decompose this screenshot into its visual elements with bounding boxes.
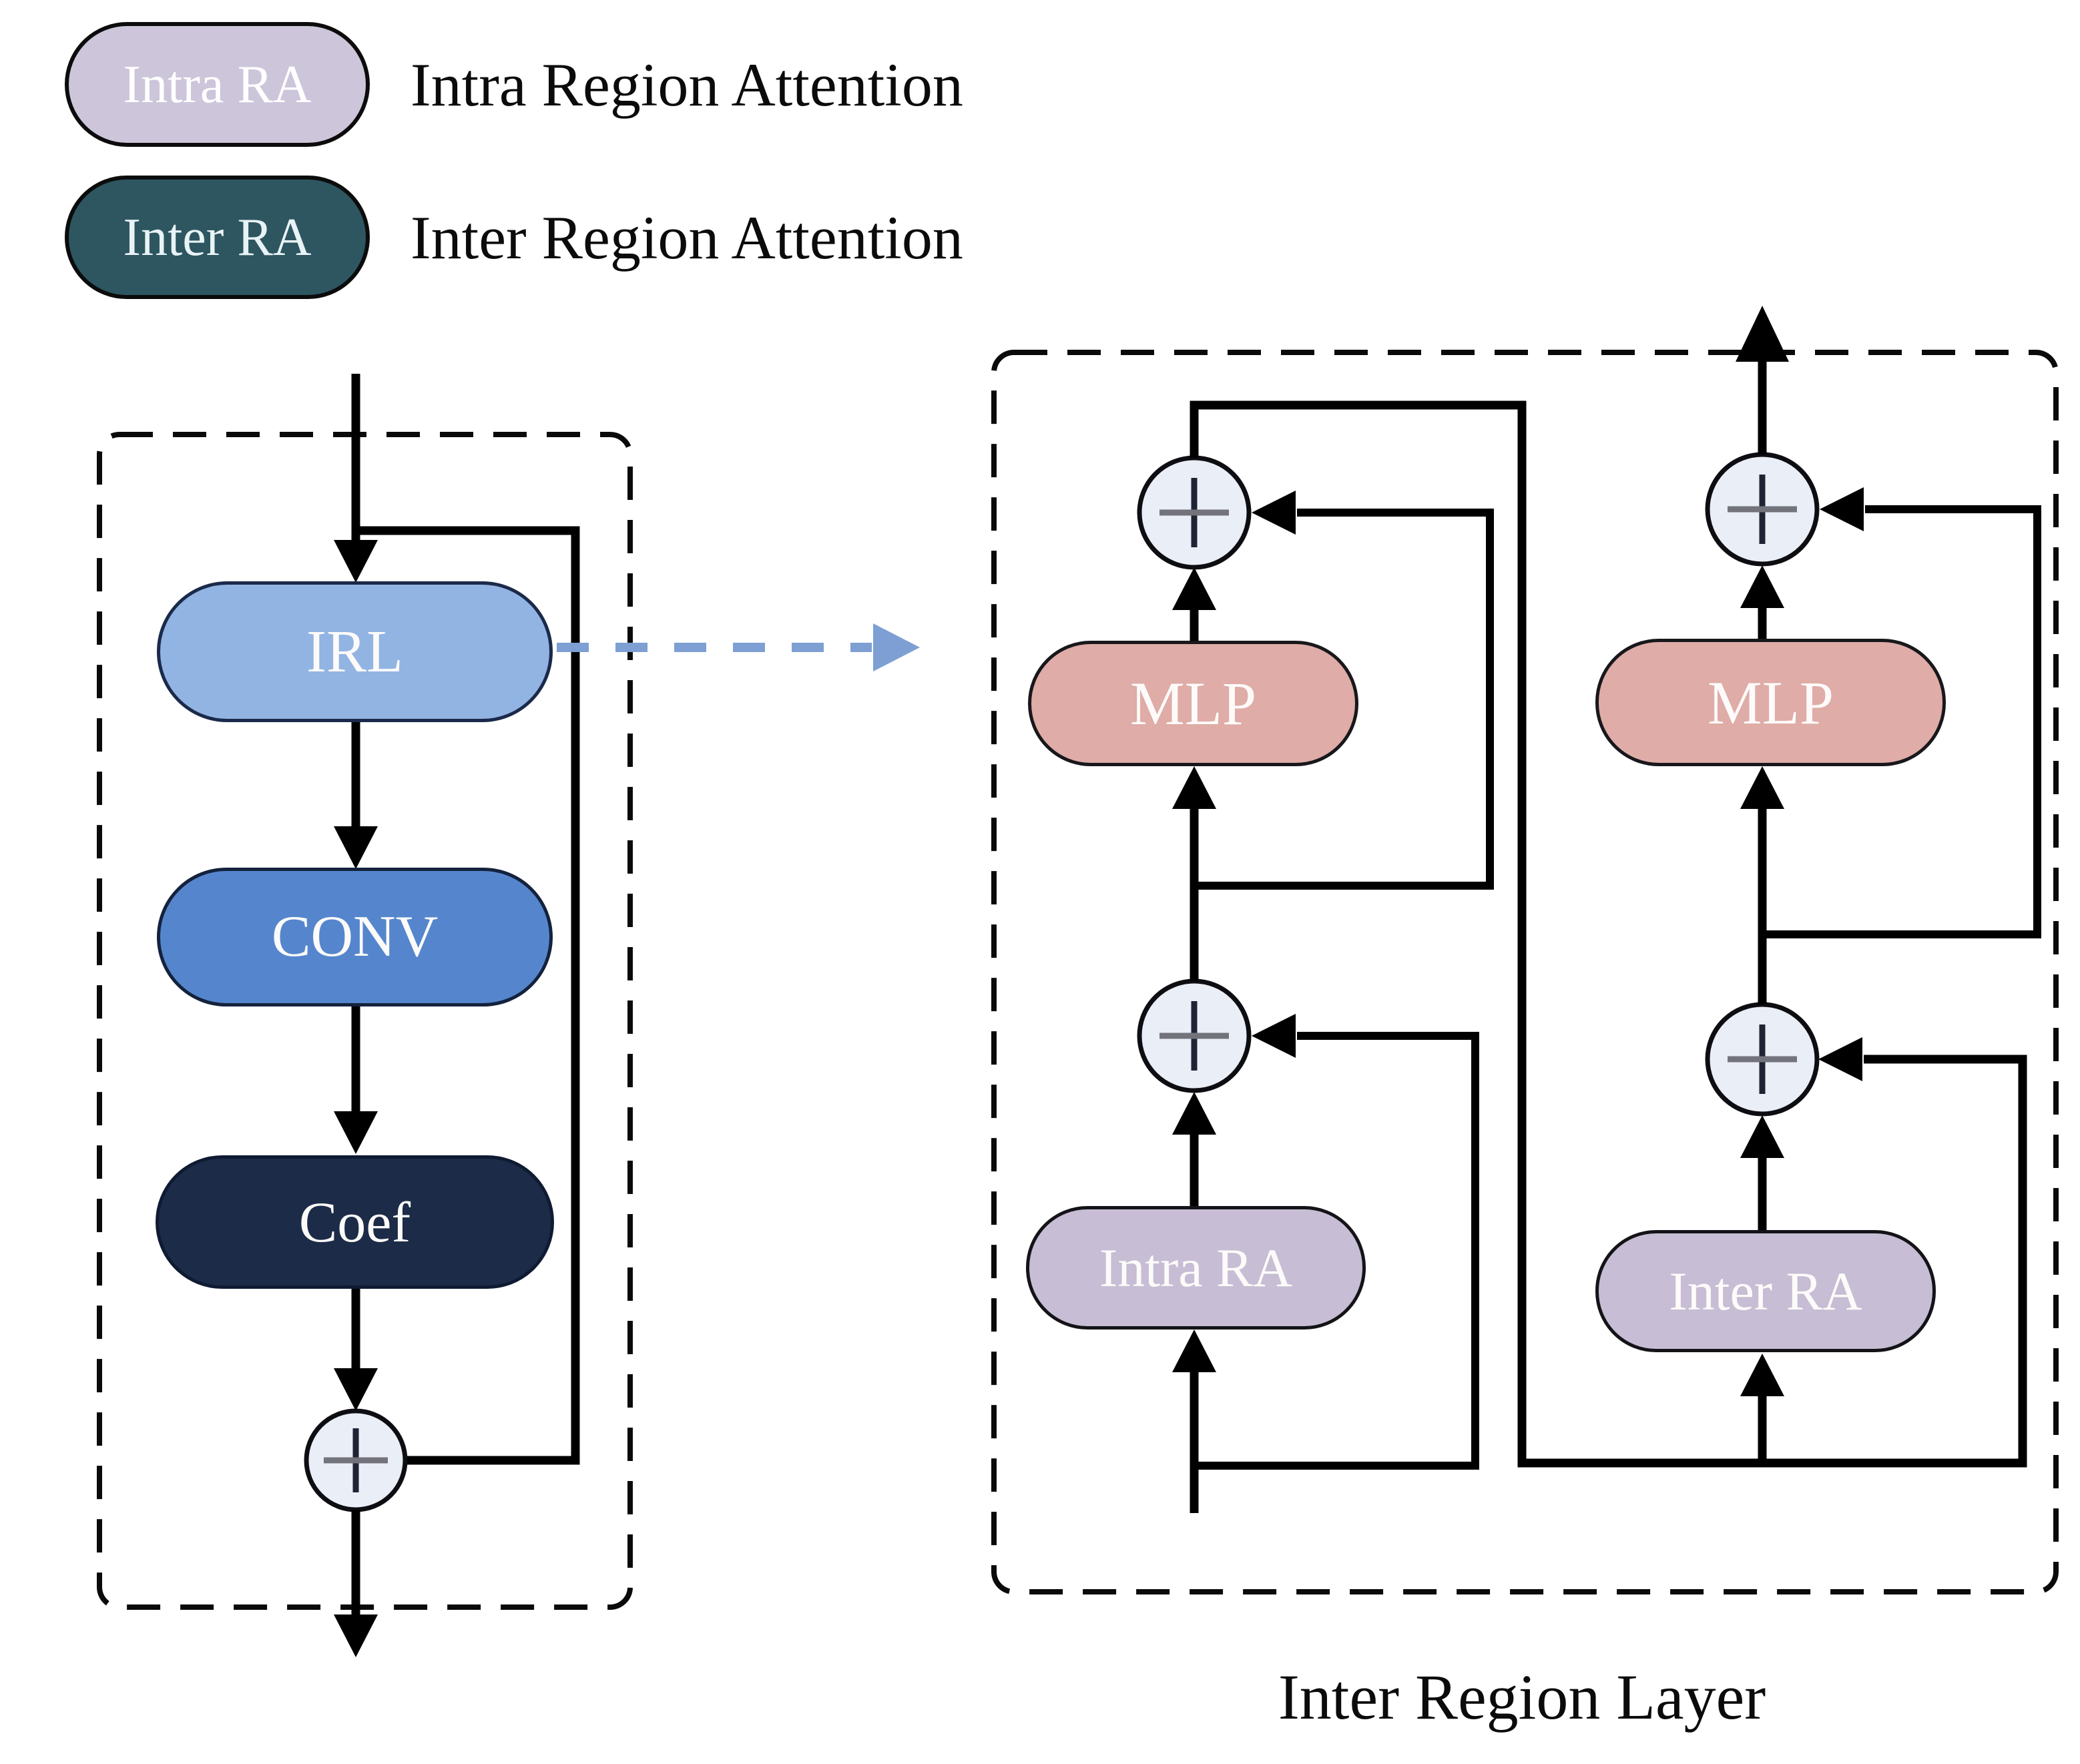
intra-residual-skip-line xyxy=(1194,1032,1479,1470)
add-node-inter xyxy=(1705,1002,1820,1117)
coef-to-add-arrowhead xyxy=(334,1368,378,1411)
add-to-mlp-left-arrowhead xyxy=(1172,766,1216,809)
irl-to-conv-arrowhead xyxy=(334,826,378,869)
branch-transfer-line xyxy=(1190,400,2027,1468)
mlp-left-residual-skip-line xyxy=(1194,509,1494,890)
add-node-irl-block xyxy=(304,1408,408,1512)
intra-residual-arrowhead xyxy=(1252,1014,1296,1058)
irl-skip-connection-line xyxy=(356,526,580,1465)
inter-input-arrowhead xyxy=(1740,1354,1784,1396)
add-node-mlp-right xyxy=(1705,452,1820,567)
mlp-right-node: MLP xyxy=(1595,639,1946,766)
intra-to-add-arrowhead xyxy=(1172,1092,1216,1135)
inter-region-layer-caption: Inter Region Layer xyxy=(1278,1661,1766,1733)
dashed-expand-arrow-icon xyxy=(557,623,920,671)
mlp-left-to-add-arrowhead xyxy=(1172,567,1216,610)
legend-badge-intra-ra: Intra RA xyxy=(65,22,370,147)
conv-to-coef-arrowhead xyxy=(334,1111,378,1154)
mlp-left-node: MLP xyxy=(1028,641,1358,766)
layer-output-arrowhead xyxy=(1736,306,1789,362)
coef-node: Coef xyxy=(156,1155,554,1289)
inter-ra-node: Inter RA xyxy=(1595,1230,1936,1352)
irl-block-dashed-border xyxy=(97,432,633,1610)
add-node-intra xyxy=(1137,978,1252,1093)
legend-label-inter-region-attention: Inter Region Attention xyxy=(411,203,963,272)
intra-ra-node: Intra RA xyxy=(1026,1206,1366,1330)
mlp-right-residual-arrowhead xyxy=(1820,487,1864,531)
irl-node: IRL xyxy=(157,581,553,722)
irl-entry-arrowhead xyxy=(334,540,378,583)
mlp-left-residual-arrowhead xyxy=(1252,491,1296,535)
conv-node: CONV xyxy=(157,868,553,1006)
mlp-right-to-add-arrowhead xyxy=(1740,565,1784,608)
mlp-right-residual-skip-line xyxy=(1762,505,2041,938)
add-node-mlp-left xyxy=(1137,455,1252,570)
inter-residual-arrowhead xyxy=(1818,1037,1862,1081)
intra-input-arrowhead xyxy=(1172,1330,1216,1372)
add-to-mlp-right-arrowhead xyxy=(1740,766,1784,809)
legend-badge-inter-ra: Inter RA xyxy=(65,176,370,299)
inter-region-layer-dashed-border xyxy=(991,350,2059,1594)
inter-to-add-arrowhead xyxy=(1740,1115,1784,1158)
legend-label-intra-region-attention: Intra Region Attention xyxy=(411,50,963,119)
irl-block-output-arrowhead xyxy=(334,1614,378,1657)
